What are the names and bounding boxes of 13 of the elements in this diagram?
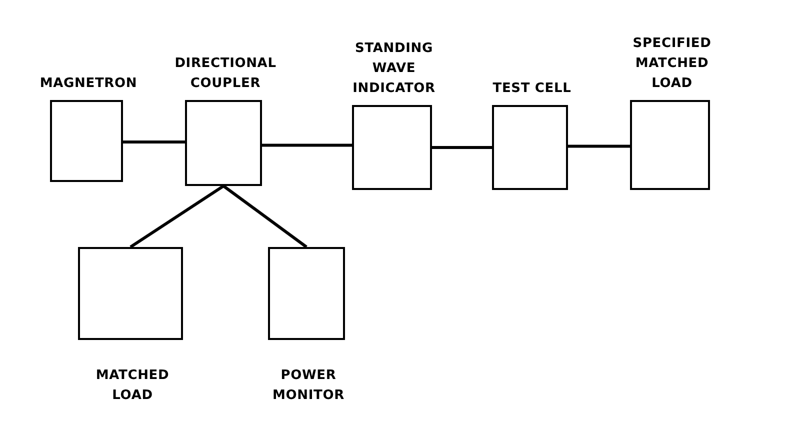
connector-line xyxy=(130,184,224,248)
component-label: SPECIFIED MATCHED LOAD xyxy=(632,35,712,93)
component-label: TEST CELL xyxy=(492,80,572,98)
component-label: MAGNETRON xyxy=(40,75,138,93)
connector-line xyxy=(222,184,308,248)
component-label: MATCHED LOAD xyxy=(94,367,170,405)
component-label: STANDING WAVE INDICATOR xyxy=(352,40,436,98)
component-label: POWER MONITOR xyxy=(272,367,346,405)
connector-line xyxy=(123,140,185,144)
connector-line xyxy=(262,144,352,147)
connector-line xyxy=(432,146,492,149)
component-label: DIRECTIONAL COUPLER xyxy=(174,55,278,93)
connector-line xyxy=(568,144,630,148)
